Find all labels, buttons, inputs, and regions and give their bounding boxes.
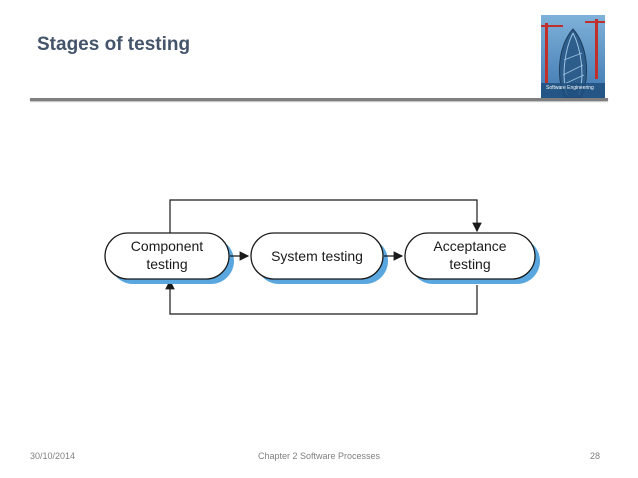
testing-stages-diagram: Component testing System testing Accepta… (100, 195, 550, 320)
book-cover-image: Software Engineering (541, 15, 605, 98)
footer-page-number: 28 (589, 451, 600, 461)
stage-box-system: System testing (250, 232, 388, 284)
stage-label-acceptance-line2: testing (449, 256, 490, 272)
bottom-feedback-arrow (165, 279, 478, 315)
stage-label-component-line2: testing (146, 256, 187, 272)
footer-date: 30/10/2014 (30, 451, 76, 461)
stage-box-component: Component testing (104, 232, 234, 284)
stage-label-system: System testing (271, 248, 363, 264)
cover-illustration: Software Engineering (541, 15, 605, 98)
footer-chapter: Chapter 2 Software Processes (257, 451, 381, 461)
cover-caption: Software Engineering (546, 85, 594, 91)
page-title: Stages of testing (37, 34, 191, 55)
title-divider (30, 98, 608, 101)
stage-label-acceptance-line1: Acceptance (433, 238, 506, 254)
stage-label-component-line1: Component (131, 238, 203, 254)
top-feedback-arrow (169, 199, 482, 236)
stage-box-acceptance: Acceptance testing (404, 232, 540, 284)
